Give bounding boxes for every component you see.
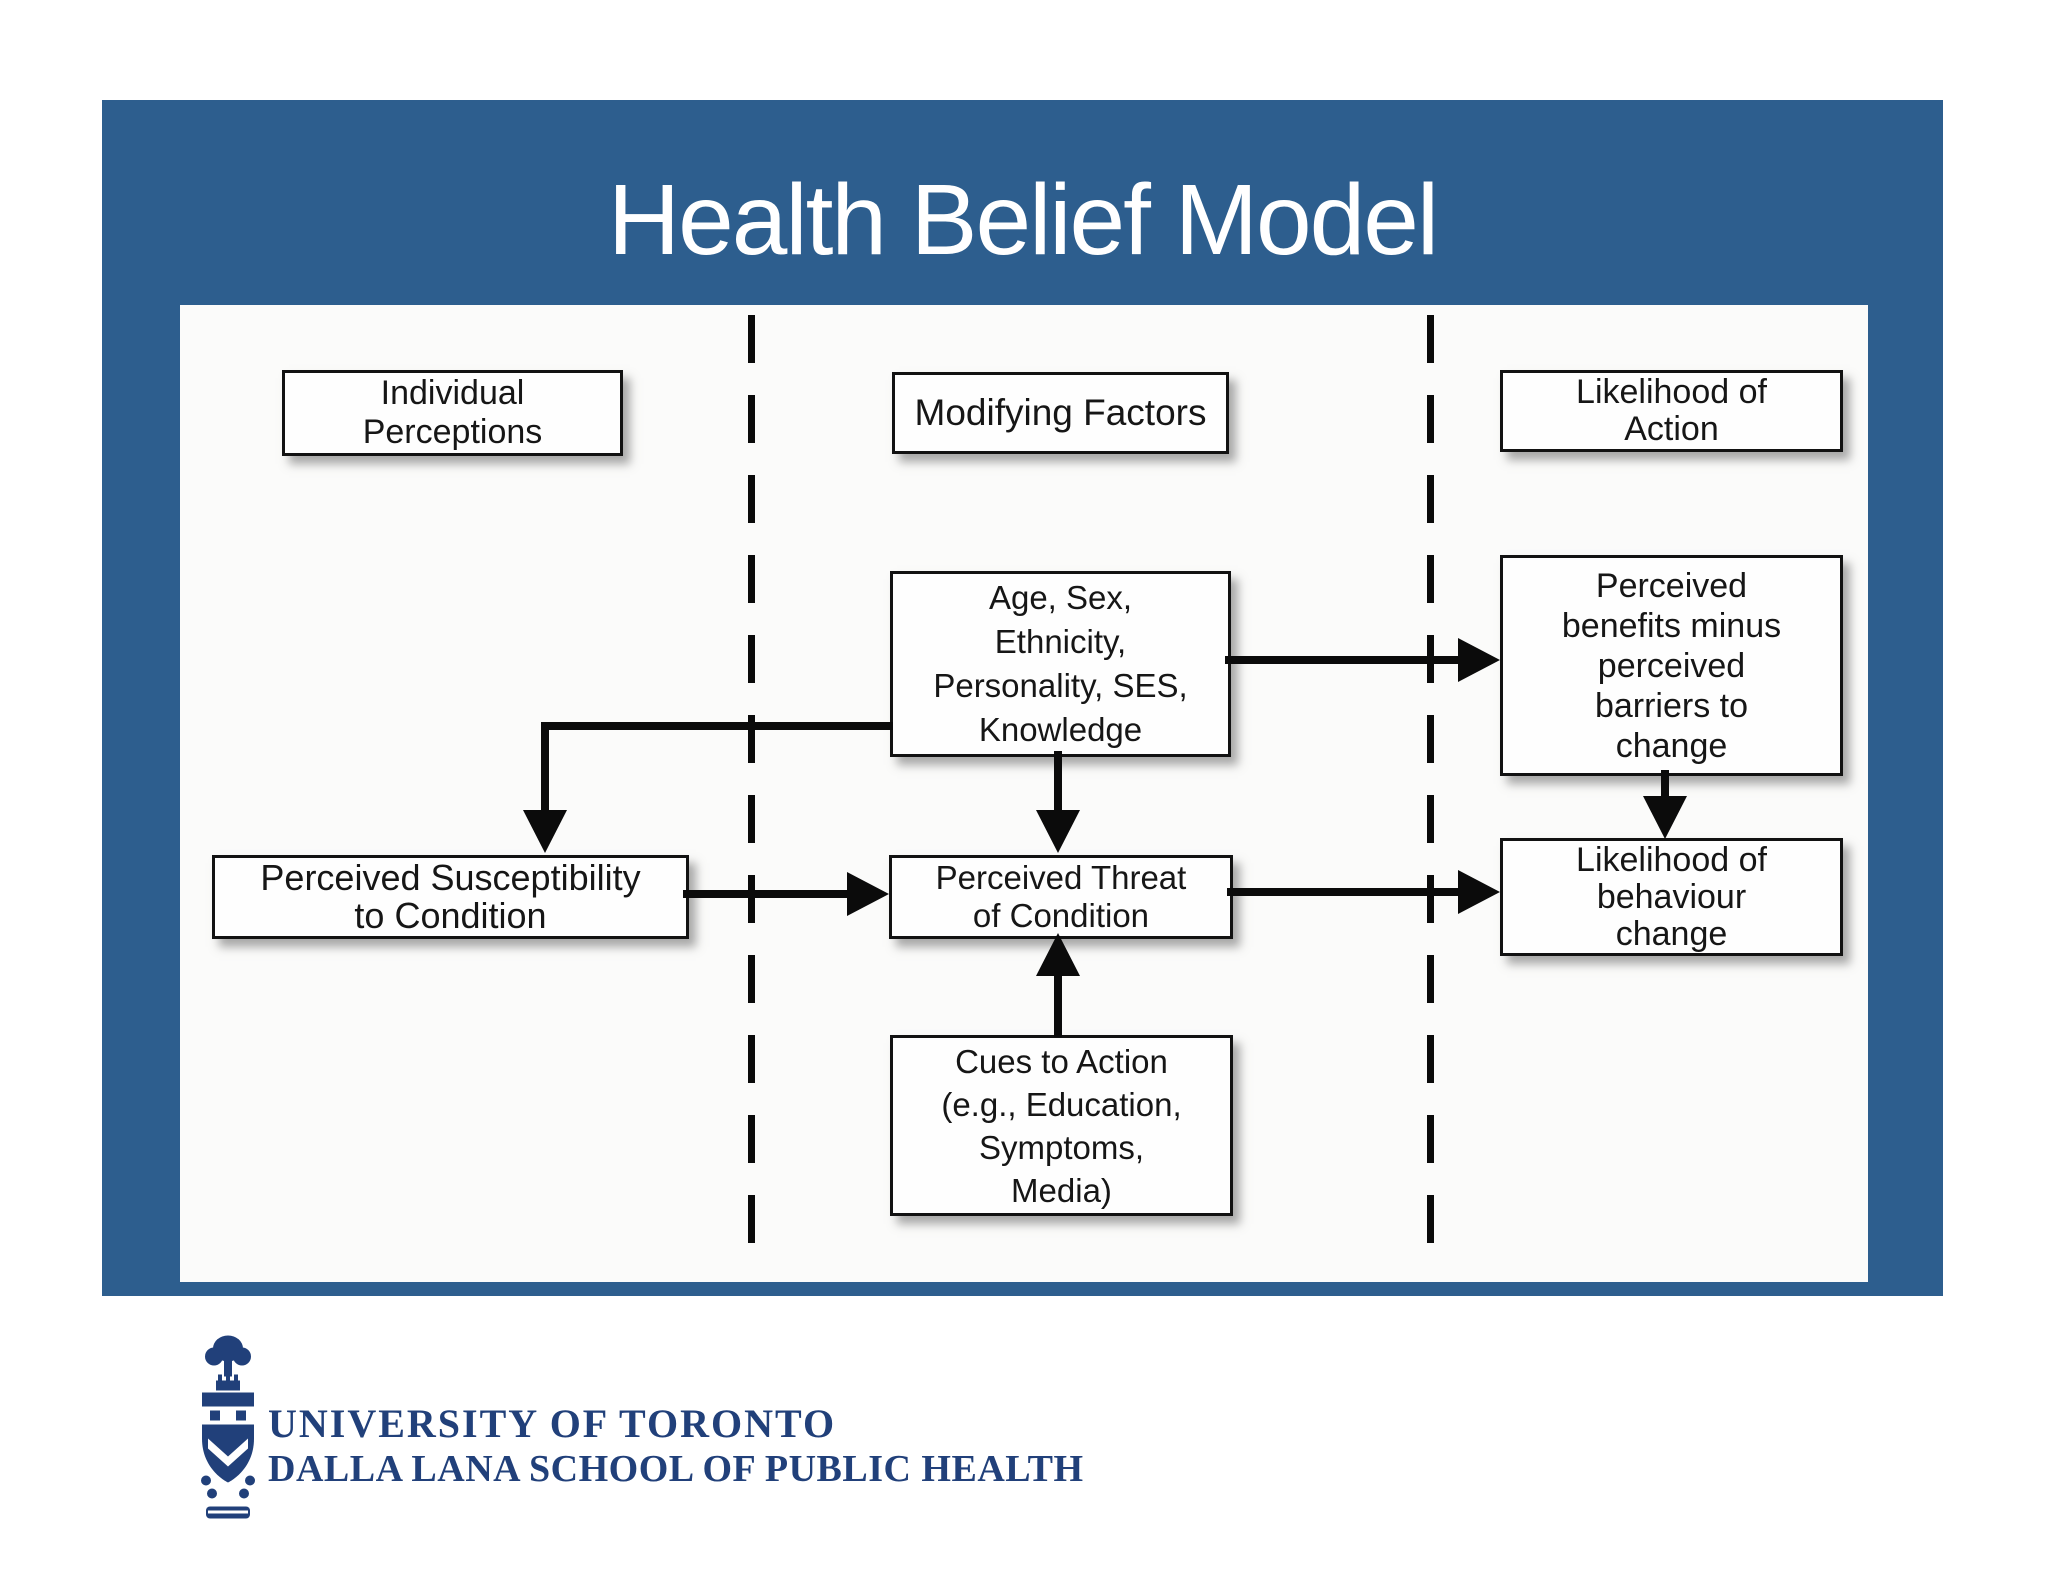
arrowhead-down-icon	[1036, 810, 1080, 853]
arrow-segment	[683, 890, 848, 898]
header-box-modifying-factors: Modifying Factors	[892, 372, 1229, 454]
arrowhead-up-icon	[1036, 933, 1080, 976]
arrowhead-right-icon	[1458, 870, 1500, 914]
column-divider-left	[748, 315, 755, 1265]
column-divider-right	[1427, 315, 1434, 1265]
arrowhead-right-icon	[847, 872, 889, 916]
arrow-segment	[1225, 656, 1459, 664]
arrow-segment	[1661, 770, 1669, 798]
university-crest-icon	[201, 1335, 255, 1519]
arrowhead-down-icon	[1643, 796, 1687, 839]
school-name: DALLA LANA SCHOOL OF PUBLIC HEALTH	[268, 1448, 1084, 1490]
header-box-likelihood-of-action: Likelihood of Action	[1500, 370, 1843, 452]
box-cues-to-action: Cues to Action (e.g., Education, Symptom…	[890, 1035, 1233, 1216]
box-age-sex-ethnicity: Age, Sex, Ethnicity, Personality, SES, K…	[890, 571, 1231, 757]
arrow-segment	[545, 722, 893, 730]
arrow-segment	[1054, 751, 1062, 811]
box-perceived-susceptibility: Perceived Susceptibility to Condition	[212, 855, 689, 939]
slide-title: Health Belief Model	[607, 164, 1439, 276]
arrow-segment	[1054, 975, 1062, 1037]
arrow-segment	[541, 722, 549, 810]
box-perceived-threat: Perceived Threat of Condition	[889, 855, 1233, 939]
arrow-segment	[1227, 888, 1459, 896]
arrowhead-right-icon	[1458, 638, 1500, 682]
arrowhead-down-icon	[523, 810, 567, 853]
header-box-individual-perceptions: Individual Perceptions	[282, 370, 623, 456]
box-likelihood-behaviour-change: Likelihood of behaviour change	[1500, 838, 1843, 956]
university-name: UNIVERSITY OF TORONTO	[268, 1401, 837, 1446]
box-perceived-benefits-barriers: Perceived benefits minus perceived barri…	[1500, 555, 1843, 776]
